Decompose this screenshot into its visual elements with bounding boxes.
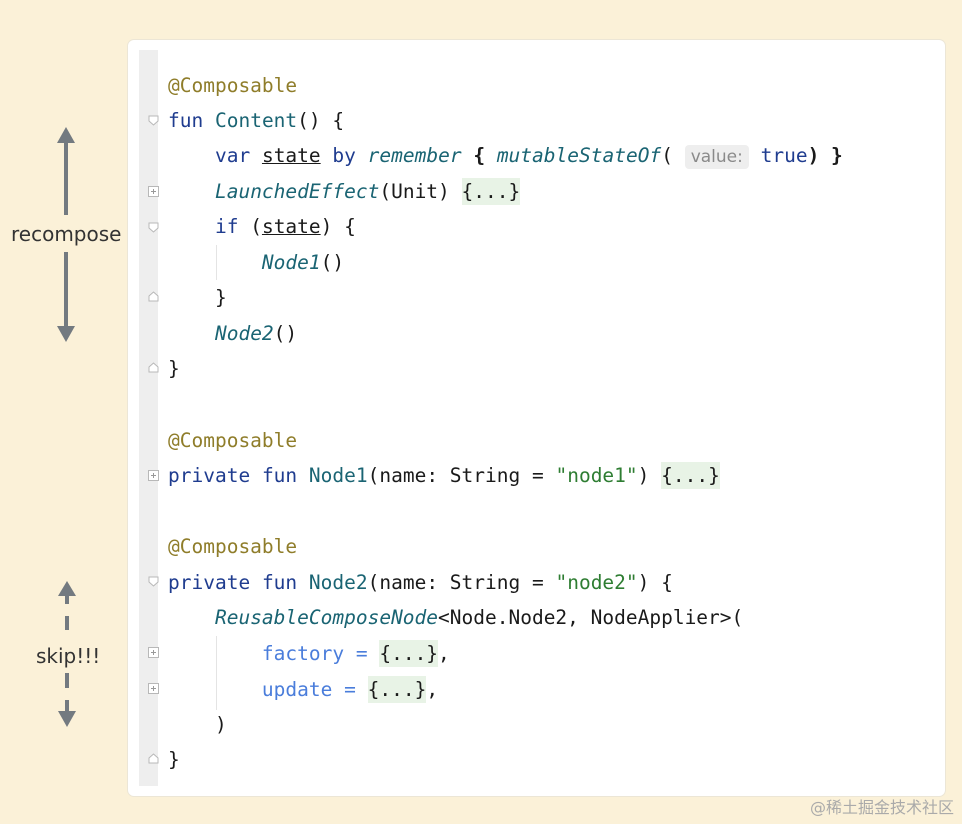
fold-open-icon[interactable] — [148, 222, 159, 233]
code-line-7: } — [214, 286, 227, 309]
fold-open-icon[interactable] — [148, 115, 159, 126]
editor-gutter — [139, 50, 158, 786]
fold-close-icon[interactable] — [148, 291, 159, 302]
indent-guide — [216, 245, 217, 280]
skip-arrow — [58, 581, 76, 727]
code-line-11: @Composable — [168, 429, 298, 452]
folded-region[interactable]: {...} — [461, 178, 521, 205]
fold-collapsed-icon[interactable] — [148, 470, 159, 481]
code-line-1: @Composable — [168, 74, 298, 97]
fold-close-icon[interactable] — [148, 753, 159, 764]
indent-guide — [216, 636, 217, 710]
parameter-hint: value: — [684, 145, 749, 169]
code-line-20: } — [168, 748, 180, 771]
annotation-arrows — [57, 127, 76, 727]
code-line-4: LaunchedEffect(Unit) {...} — [214, 178, 521, 205]
fold-close-icon[interactable] — [148, 362, 159, 373]
code-line-16: ReusableComposeNode<Node.Node2, NodeAppl… — [214, 606, 744, 629]
code-line-9: } — [168, 357, 180, 380]
fold-collapsed-icon[interactable] — [148, 683, 159, 694]
code-line-2: fun Content() { — [168, 109, 345, 132]
code-line-14: @Composable — [168, 535, 298, 558]
code-line-3: var state by remember { mutableStateOf( … — [214, 144, 843, 169]
code-line-5: if (state) { — [214, 215, 356, 238]
code-line-19: ) — [214, 713, 227, 736]
folded-region[interactable]: {...} — [661, 462, 720, 489]
folded-region[interactable]: {...} — [367, 676, 427, 703]
recompose-arrow — [57, 127, 75, 342]
folded-region[interactable]: {...} — [379, 640, 439, 667]
code-line-12: private fun Node1(name: String = "node1"… — [168, 462, 720, 489]
code-line-15: private fun Node2(name: String = "node2"… — [168, 571, 673, 594]
fold-collapsed-icon[interactable] — [148, 647, 159, 658]
code-line-8: Node2() — [214, 322, 298, 345]
code-editor[interactable]: @Composable fun Content() { var state by… — [128, 40, 945, 796]
skip-label: skip!!! — [36, 644, 101, 668]
recompose-label: recompose — [11, 222, 122, 246]
watermark: @稀土掘金技术社区 — [809, 798, 954, 817]
code-line-17: factory = {...}, — [261, 640, 450, 667]
code-line-6: Node1() — [261, 251, 345, 274]
fold-open-icon[interactable] — [148, 576, 159, 587]
fold-collapsed-icon[interactable] — [148, 186, 159, 197]
code-line-18: update = {...}, — [261, 676, 439, 703]
